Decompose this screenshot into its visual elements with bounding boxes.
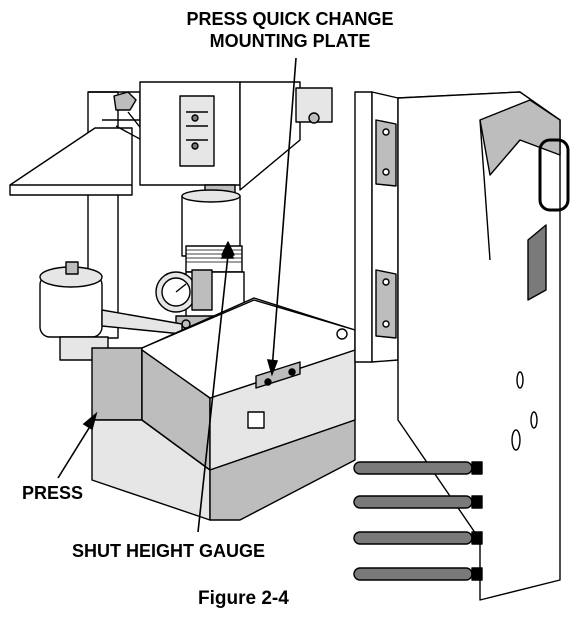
mounting-plate-label-line1: PRESS QUICK CHANGE <box>186 9 394 29</box>
dial-gauge <box>155 269 213 329</box>
mounting-plate-label-line2: MOUNTING PLATE <box>209 31 371 51</box>
figure-caption: Figure 2-4 <box>198 588 289 609</box>
shut-height-gauge-label: SHUT HEIGHT GAUGE <box>72 541 266 561</box>
side-enclosure <box>397 91 570 601</box>
press-label: PRESS <box>22 483 84 503</box>
leader-lines <box>57 57 297 533</box>
rods <box>353 461 483 581</box>
mounting-plate-label: PRESS QUICK CHANGE MOUNTING PLATE <box>130 8 450 52</box>
press-head <box>139 81 333 197</box>
